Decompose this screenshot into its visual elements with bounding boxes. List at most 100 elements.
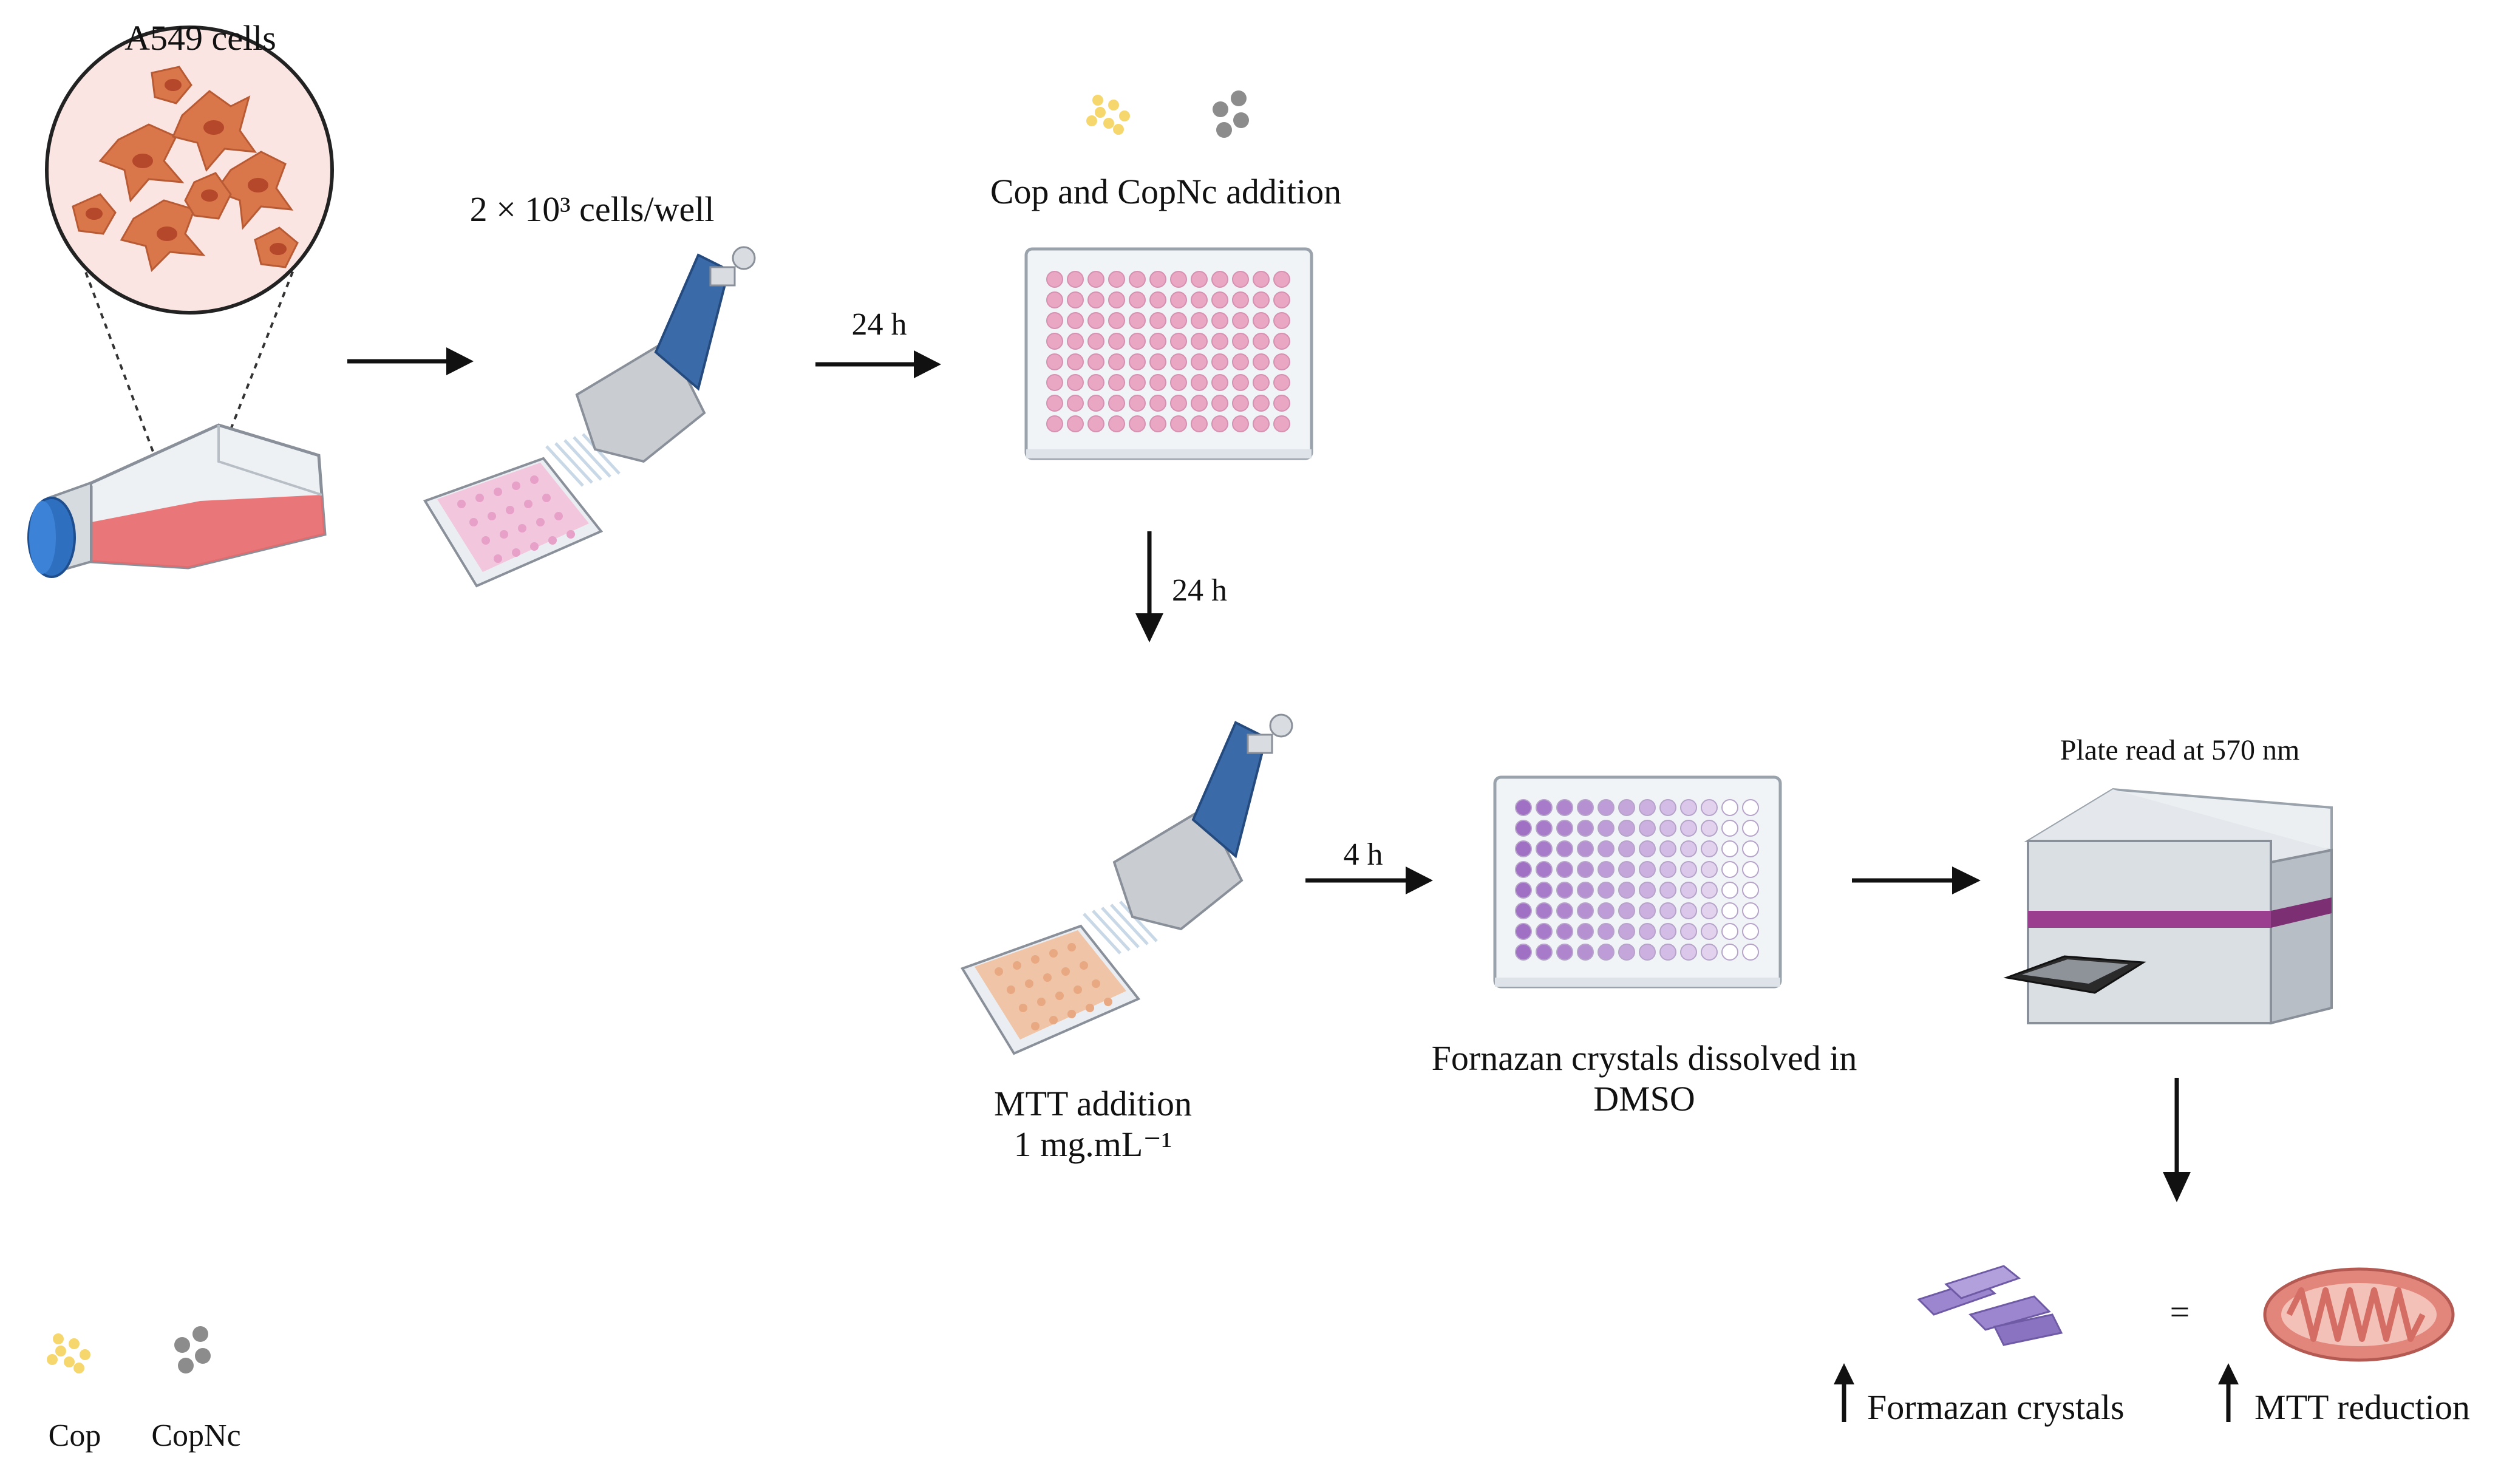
- cells-label: A549 cells: [124, 18, 276, 58]
- well: [1598, 944, 1615, 961]
- arrow-seeding-to-treatment: [815, 350, 941, 378]
- cop-particle: [1108, 100, 1119, 111]
- well: [1232, 271, 1249, 288]
- up-arrow-icon: [2218, 1363, 2239, 1422]
- well: [1639, 923, 1656, 940]
- well: [1211, 415, 1228, 432]
- well: [1170, 353, 1187, 370]
- well: [1742, 923, 1759, 940]
- well-plate-icon: [1024, 247, 1313, 460]
- legend-copnc-icon: [174, 1326, 211, 1373]
- well: [1556, 923, 1573, 940]
- legend-cop-label: Cop: [48, 1418, 101, 1453]
- well: [1129, 353, 1146, 370]
- copnc-particles-icon: [1213, 90, 1249, 138]
- well: [1598, 902, 1615, 919]
- well: [1046, 374, 1063, 391]
- well: [1556, 882, 1573, 899]
- well: [1232, 353, 1249, 370]
- well: [1701, 820, 1718, 837]
- well: [1108, 312, 1125, 329]
- well: [1659, 861, 1676, 878]
- well: [1149, 312, 1166, 329]
- well: [1129, 395, 1146, 412]
- treatment-label: Cop and CopNc addition: [990, 172, 1342, 211]
- well: [1742, 820, 1759, 837]
- incubation-time-label-1: 24 h: [851, 307, 907, 342]
- well: [1577, 861, 1594, 878]
- well: [1721, 799, 1738, 816]
- well: [1598, 820, 1615, 837]
- well: [1191, 415, 1208, 432]
- well: [1046, 271, 1063, 288]
- well: [1253, 415, 1270, 432]
- well: [1253, 291, 1270, 308]
- well: [1659, 840, 1676, 857]
- well: [1232, 291, 1249, 308]
- cop-particle: [73, 1363, 84, 1373]
- copnc-particle: [1216, 122, 1232, 138]
- copnc-particle: [174, 1337, 190, 1353]
- well: [1253, 374, 1270, 391]
- well: [1742, 799, 1759, 816]
- well: [1515, 861, 1532, 878]
- arrow-reader-to-result: [2163, 1078, 2191, 1202]
- well: [1087, 374, 1104, 391]
- well: [1087, 291, 1104, 308]
- well: [1211, 353, 1228, 370]
- well: [1067, 333, 1084, 350]
- mitochondrion-icon: [2263, 1267, 2455, 1362]
- cop-particle: [80, 1349, 90, 1360]
- well: [1618, 799, 1635, 816]
- well: [1170, 374, 1187, 391]
- well: [1742, 840, 1759, 857]
- seeding-density-label: 2 × 10³ cells/well: [469, 189, 715, 229]
- formazan-crystals-icon: [1917, 1265, 2063, 1346]
- well-plate-icon: [1493, 775, 1782, 989]
- well: [1598, 882, 1615, 899]
- legend-copnc-label: CopNc: [151, 1418, 241, 1453]
- well: [1253, 353, 1270, 370]
- copnc-particle: [178, 1358, 194, 1373]
- well: [1701, 861, 1718, 878]
- well: [1639, 799, 1656, 816]
- well: [1659, 882, 1676, 899]
- well: [1721, 882, 1738, 899]
- well: [1556, 820, 1573, 837]
- well: [1046, 415, 1063, 432]
- well: [1577, 799, 1594, 816]
- well: [1149, 333, 1166, 350]
- well: [1556, 840, 1573, 857]
- well: [1556, 799, 1573, 816]
- well: [1680, 861, 1697, 878]
- plate-read-label: Plate read at 570 nm: [2060, 734, 2300, 766]
- well: [1273, 271, 1290, 288]
- cop-particle: [1103, 118, 1114, 129]
- well: [1129, 271, 1146, 288]
- well: [1087, 415, 1104, 432]
- well: [1046, 353, 1063, 370]
- well: [1211, 291, 1228, 308]
- copnc-particle: [1213, 101, 1228, 117]
- mtt-addition-label: MTT addition: [994, 1084, 1192, 1123]
- well: [1191, 353, 1208, 370]
- well: [1536, 923, 1553, 940]
- well: [1701, 840, 1718, 857]
- well: [1701, 944, 1718, 961]
- well: [1232, 395, 1249, 412]
- well: [1087, 395, 1104, 412]
- well: [1067, 312, 1084, 329]
- well: [1742, 861, 1759, 878]
- well: [1680, 840, 1697, 857]
- well: [1536, 902, 1553, 919]
- legend-cop-icon: [47, 1333, 90, 1373]
- well: [1253, 395, 1270, 412]
- mtt-result-label: MTT reduction: [2254, 1387, 2470, 1427]
- well: [1170, 395, 1187, 412]
- well: [1191, 312, 1208, 329]
- well: [1129, 291, 1146, 308]
- well: [1515, 799, 1532, 816]
- well: [1639, 902, 1656, 919]
- well: [1067, 353, 1084, 370]
- well: [1680, 820, 1697, 837]
